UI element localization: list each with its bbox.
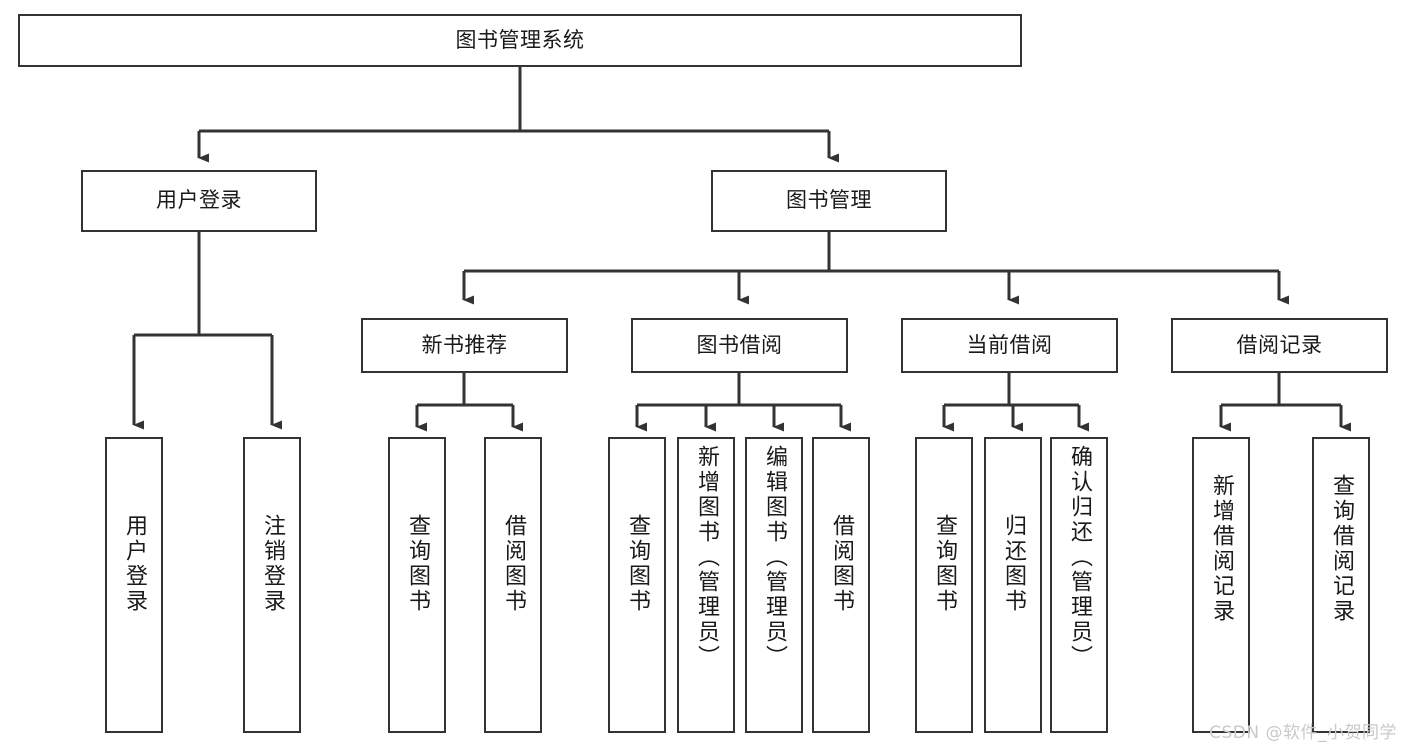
node-label: 查询图书 (932, 514, 957, 614)
node-label: 新增借阅记录 (1209, 474, 1234, 624)
node-label: 图书管理系统 (455, 27, 585, 52)
node-leaf-return-book[interactable]: 归还图书 (984, 437, 1042, 733)
edge-userlogin-to-leaves (132, 232, 282, 430)
node-label: 借阅图书 (829, 514, 854, 614)
node-label: 图书借阅 (696, 332, 783, 357)
node-root-book-management-system[interactable]: 图书管理系统 (18, 14, 1022, 67)
node-book-borrow[interactable]: 图书借阅 (631, 318, 848, 373)
node-label: 确认归还（管理员） (1067, 445, 1092, 670)
node-user-login[interactable]: 用户登录 (81, 170, 317, 232)
node-leaf-user-login[interactable]: 用户登录 (105, 437, 163, 733)
node-leaf-borrow-book-2[interactable]: 借阅图书 (812, 437, 870, 733)
node-leaf-query-book-1[interactable]: 查询图书 (388, 437, 446, 733)
node-label: 查询图书 (625, 514, 650, 614)
node-label: 借阅图书 (501, 514, 526, 614)
node-label: 当前借阅 (966, 332, 1053, 357)
edge-root-to-bus (197, 67, 839, 163)
node-leaf-borrow-book-1[interactable]: 借阅图书 (484, 437, 542, 733)
node-leaf-query-book-3[interactable]: 查询图书 (915, 437, 973, 733)
node-label: 用户登录 (122, 514, 147, 614)
node-borrow-record[interactable]: 借阅记录 (1171, 318, 1388, 373)
node-new-book-recommend[interactable]: 新书推荐 (361, 318, 568, 373)
node-label: 注销登录 (260, 514, 285, 614)
node-leaf-add-borrow-record[interactable]: 新增借阅记录 (1192, 437, 1250, 733)
edge-bookborrow-to-leaves (635, 373, 851, 432)
node-leaf-add-book-admin[interactable]: 新增图书（管理员） (677, 437, 735, 733)
node-label: 查询图书 (405, 514, 430, 614)
node-leaf-query-book-2[interactable]: 查询图书 (608, 437, 666, 733)
node-label: 新增图书（管理员） (694, 445, 719, 670)
node-label: 新书推荐 (421, 332, 508, 357)
node-label: 借阅记录 (1236, 332, 1323, 357)
node-leaf-confirm-return-admin[interactable]: 确认归还（管理员） (1050, 437, 1108, 733)
edge-newbook-to-leaves (415, 373, 523, 432)
node-label: 查询借阅记录 (1329, 474, 1354, 624)
node-current-borrow[interactable]: 当前借阅 (901, 318, 1118, 373)
node-leaf-query-borrow-record[interactable]: 查询借阅记录 (1312, 437, 1370, 733)
edge-currentborrow-to-leaves (942, 373, 1089, 432)
node-label: 编辑图书（管理员） (762, 445, 787, 670)
node-label: 图书管理 (786, 188, 872, 213)
node-leaf-edit-book-admin[interactable]: 编辑图书（管理员） (745, 437, 803, 733)
node-leaf-logout-login[interactable]: 注销登录 (243, 437, 301, 733)
node-label: 归还图书 (1001, 514, 1026, 614)
edge-borrowrecord-to-leaves (1219, 373, 1351, 432)
node-book-manage[interactable]: 图书管理 (711, 170, 947, 232)
edge-bookmanage-to-level3 (462, 232, 1289, 305)
watermark: CSDN @软件_小贺同学 (1209, 723, 1397, 743)
node-label: 用户登录 (156, 188, 242, 213)
